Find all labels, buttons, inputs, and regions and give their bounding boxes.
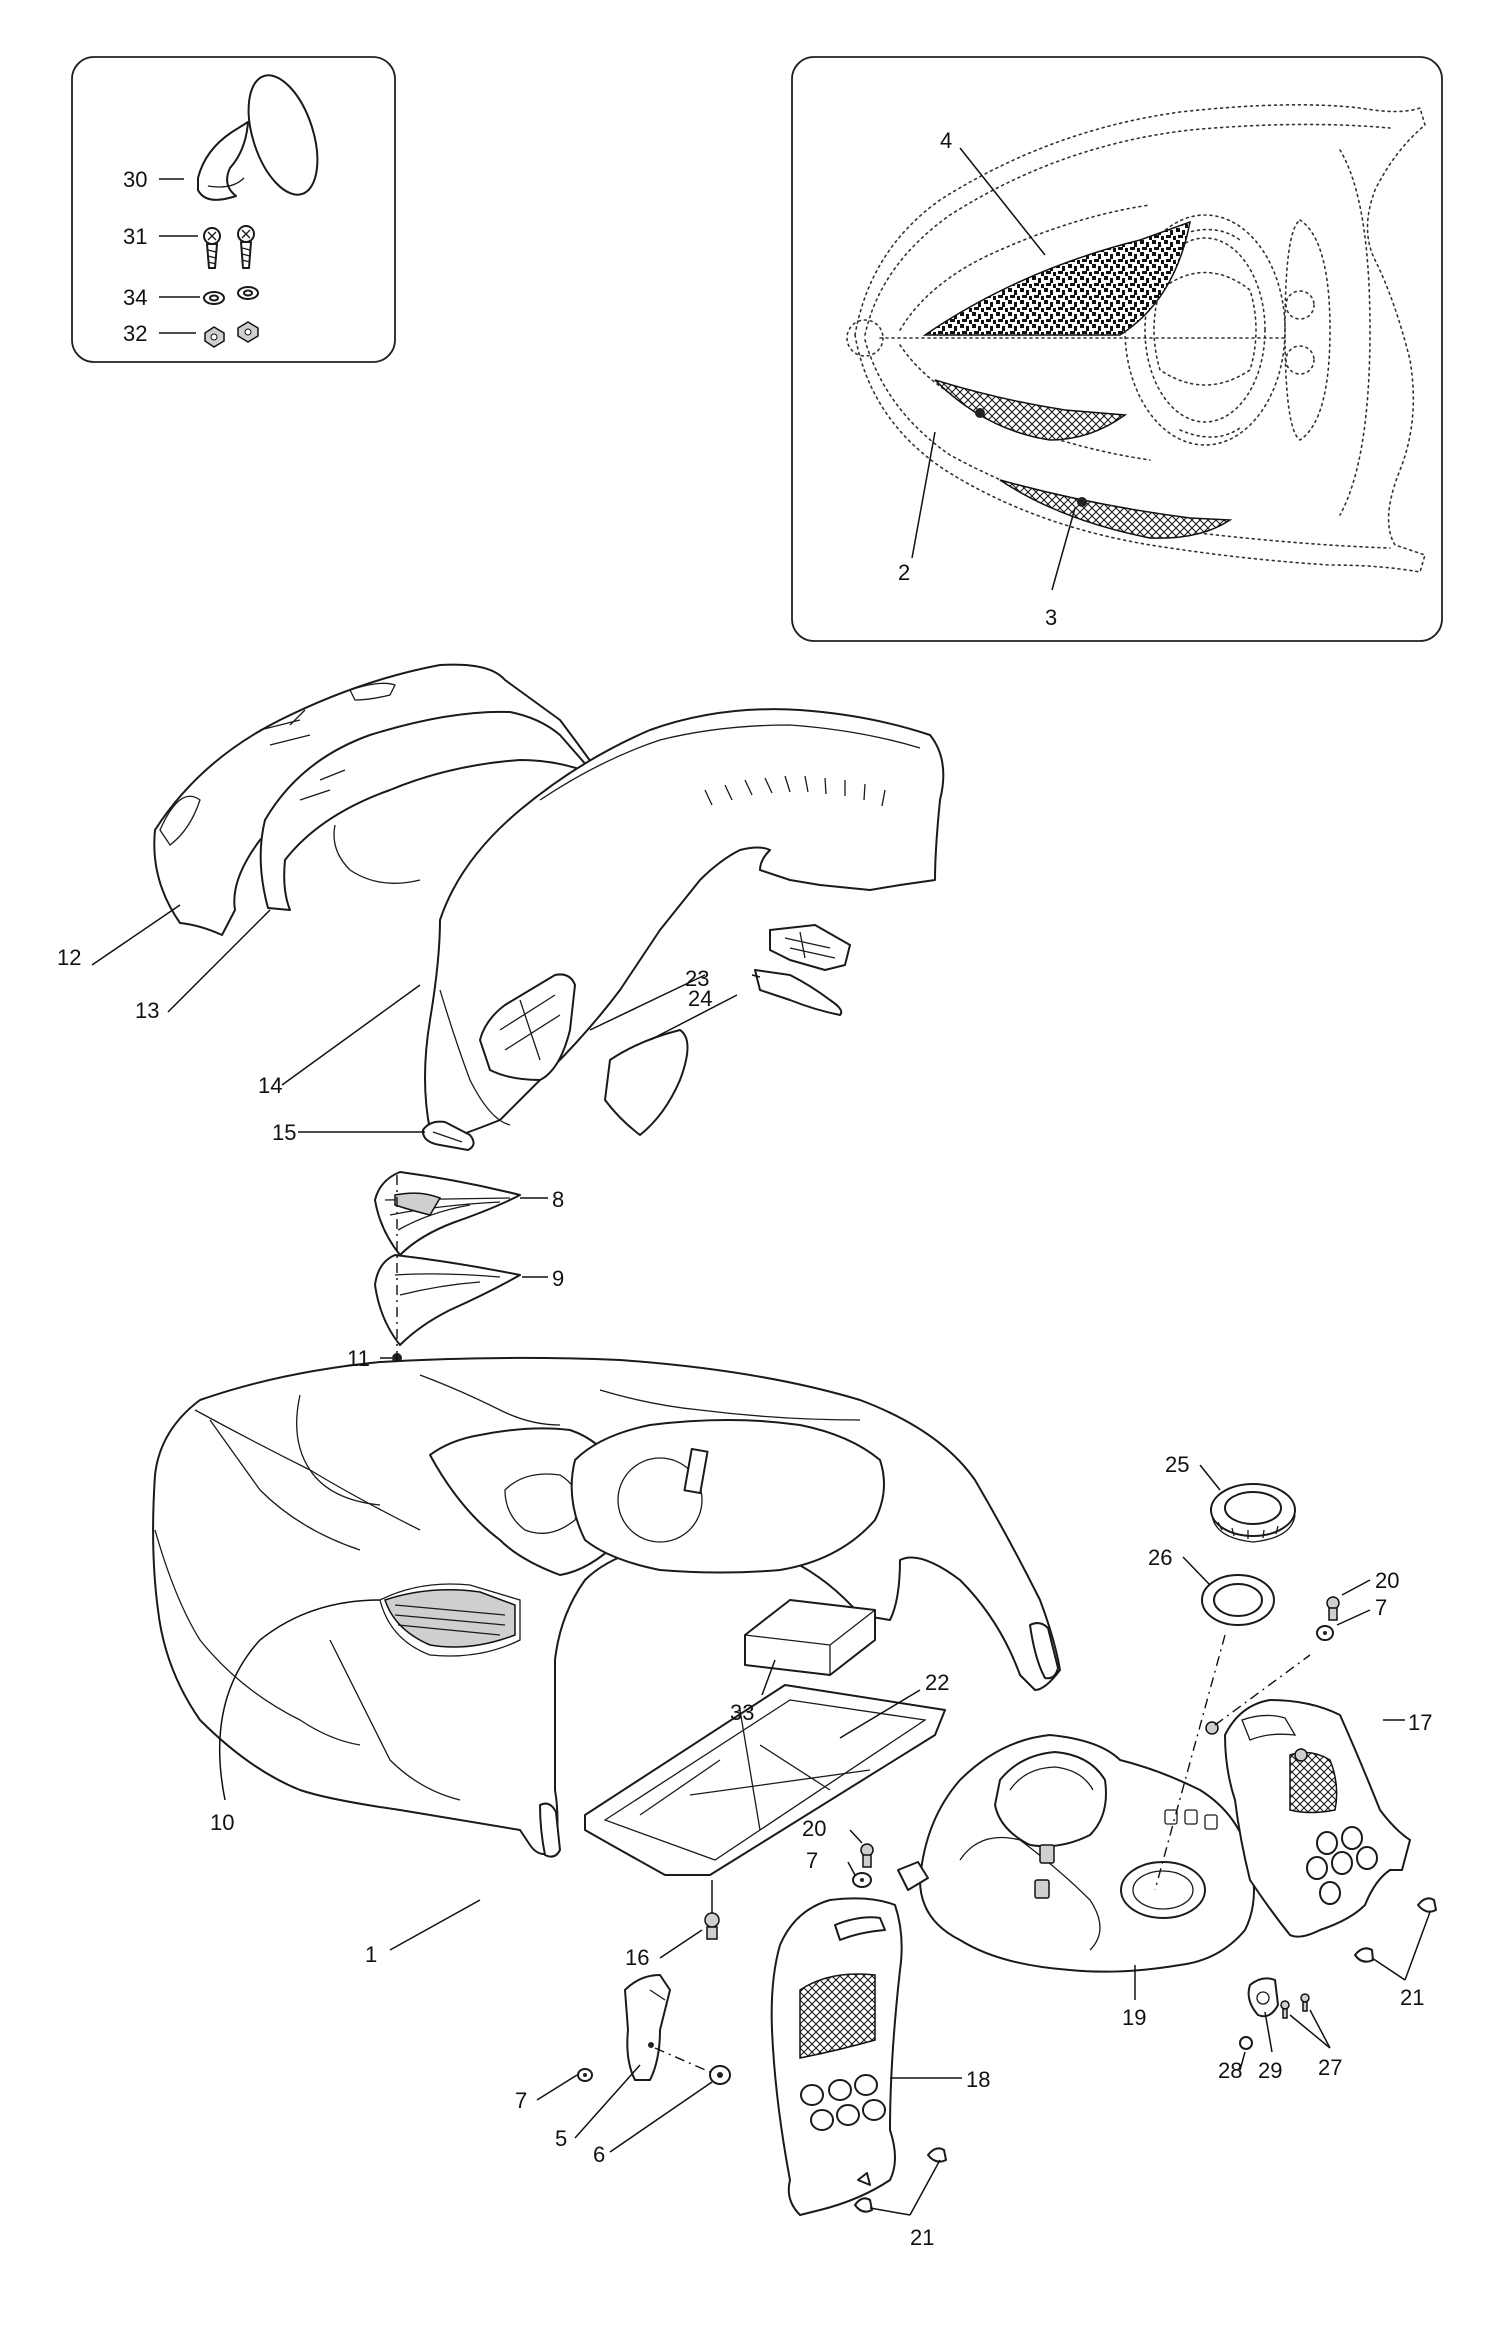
callout-17: 17 — [1408, 1710, 1432, 1735]
callout-15: 15 — [272, 1120, 296, 1145]
callout-5: 5 — [555, 2126, 567, 2151]
inset-frame — [71, 56, 396, 363]
part-29-bracket — [1247, 1977, 1279, 2018]
part-6-washer — [654, 2047, 731, 2085]
callout-28: 28 — [1218, 2058, 1242, 2083]
callout-11: 11 — [347, 1346, 370, 1371]
callout-4: 4 — [940, 128, 952, 153]
callout-2: 2 — [898, 560, 910, 585]
callout-7-left: 7 — [515, 2088, 527, 2113]
part-screws — [203, 225, 255, 269]
callout-22: 22 — [925, 1670, 949, 1695]
callout-33: 33 — [730, 1700, 754, 1725]
callout-7-center: 7 — [806, 1848, 818, 1873]
part-mirror — [197, 74, 319, 201]
callout-32: 32 — [123, 321, 147, 346]
decal-4-triangle — [922, 220, 1191, 336]
inset-frame-decals — [791, 56, 1443, 642]
part-21-clips-left — [854, 2147, 947, 2213]
part-20-screw-center — [860, 1843, 874, 1868]
callout-31: 31 — [123, 224, 147, 249]
part-21-clips-right — [1354, 1897, 1437, 1963]
decal-2-mesh — [934, 379, 1128, 441]
hull-top-view — [846, 104, 1426, 573]
part-33-pad — [744, 1599, 876, 1676]
part-25-ring — [1210, 1483, 1296, 1543]
part-14-shroud — [424, 708, 945, 1136]
leader-lines — [91, 904, 1431, 2216]
callout-3: 3 — [1045, 605, 1057, 630]
callout-6: 6 — [593, 2142, 605, 2167]
part-19-console — [897, 1734, 1255, 1973]
decal-view-inset — [791, 56, 1443, 642]
callout-19: 19 — [1122, 2005, 1146, 2030]
callout-29: 29 — [1258, 2058, 1282, 2083]
callout-1: 1 — [365, 1942, 377, 1967]
axis-line-right-upper — [1214, 1654, 1311, 1726]
callout-13: 13 — [135, 998, 159, 1023]
callout-18: 18 — [966, 2067, 990, 2092]
part-nuts — [204, 321, 259, 348]
callout-24: 24 — [688, 986, 712, 1011]
part-washers — [203, 286, 259, 305]
part-7-washer-right — [1316, 1625, 1334, 1641]
callout-20-right: 20 — [1375, 1568, 1399, 1593]
part-20-screw-right — [1326, 1596, 1340, 1621]
callout-7-right: 7 — [1375, 1595, 1387, 1620]
part-9-vent — [374, 1254, 521, 1346]
part-28-washer — [1239, 2036, 1253, 2050]
part-22-tray — [584, 1684, 946, 1876]
part-13-cover — [259, 710, 596, 911]
callout-25: 25 — [1165, 1452, 1189, 1477]
mirror-hardware-inset — [71, 56, 396, 363]
part-23-bracket — [769, 924, 851, 971]
callout-12: 12 — [57, 945, 81, 970]
part-18-side-panel — [770, 1897, 903, 2216]
callout-16: 16 — [625, 1945, 649, 1970]
callout-20-center: 20 — [802, 1816, 826, 1841]
part-27-screws — [1280, 1993, 1310, 2019]
callout-21-left: 21 — [910, 2225, 934, 2250]
callout-23: 23 — [685, 966, 709, 991]
part-8-vent — [374, 1171, 521, 1256]
part-5-plate — [624, 1974, 671, 2081]
part-1-upper-body — [152, 1356, 1061, 1858]
callout-27: 27 — [1318, 2055, 1342, 2080]
decal-3-mesh — [999, 479, 1233, 539]
axis-line-rings — [1154, 1634, 1226, 1891]
part-7-washer-left — [577, 2068, 593, 2082]
callout-labels: 12 13 14 15 23 24 8 9 11 10 1 16 7 5 6 1… — [57, 128, 1432, 2250]
part-26-ring — [1201, 1574, 1275, 1626]
callout-14: 14 — [258, 1073, 282, 1098]
part-24-trim — [604, 969, 843, 1136]
callout-21-right: 21 — [1400, 1985, 1424, 2010]
callout-9: 9 — [552, 1266, 564, 1291]
part-15-clip — [421, 1120, 475, 1151]
part-16-screw — [704, 1880, 720, 1940]
callout-26: 26 — [1148, 1545, 1172, 1570]
callout-8: 8 — [552, 1187, 564, 1212]
callout-10: 10 — [210, 1810, 234, 1835]
part-17-side-panel — [1205, 1699, 1411, 1938]
callout-30: 30 — [123, 167, 147, 192]
part-7-washer-center — [852, 1872, 872, 1888]
callout-34: 34 — [123, 285, 147, 310]
